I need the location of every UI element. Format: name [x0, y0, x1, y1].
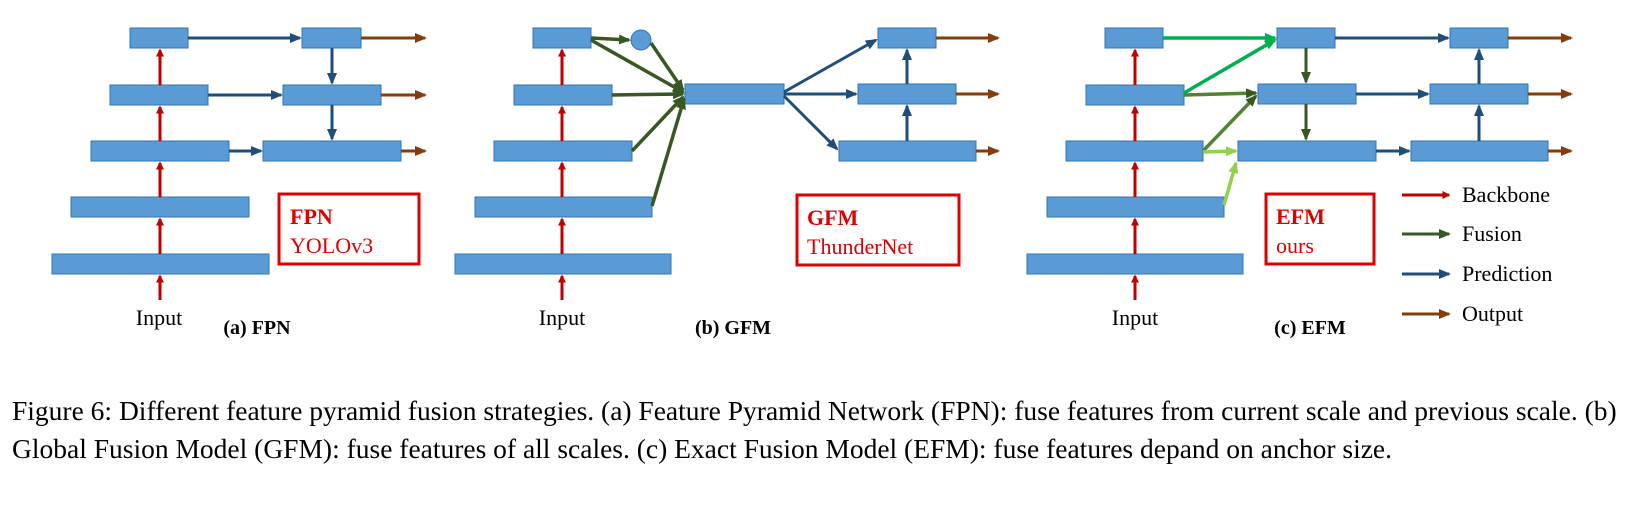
fpn-prediction-arrows — [188, 33, 337, 156]
fpn-pyramid-block — [282, 84, 382, 106]
efm-pyramid-block — [1449, 27, 1509, 49]
gfm-prediction-arrows — [782, 38, 912, 151]
efm-pyramid-block — [1410, 140, 1549, 162]
figure-caption: Figure 6: Different feature pyramid fusi… — [12, 395, 1617, 464]
fpn-backbone-block — [90, 140, 230, 162]
legend-fusion-label: Fusion — [1462, 221, 1522, 246]
fusion-arrow — [650, 97, 686, 207]
fpn-backbone-block — [51, 253, 270, 275]
legend-backbone-label: Backbone — [1462, 182, 1550, 207]
fpn-backbone-block — [129, 27, 189, 49]
gfm-input-label: Input — [539, 305, 585, 330]
fpn-output-arrows — [361, 33, 427, 156]
gfm-output-arrows — [936, 33, 1000, 156]
efm-backbone-block — [1085, 84, 1185, 106]
legend-prediction-label: Prediction — [1462, 261, 1552, 286]
fpn-pyramid-block — [301, 27, 362, 49]
efm-label-subtitle: ours — [1276, 233, 1314, 258]
fpn-label-title: FPN — [290, 204, 333, 229]
fpn-backbone-blocks — [51, 27, 270, 275]
efm-backbone-block — [1104, 27, 1164, 49]
fusion-arrow — [611, 89, 685, 100]
gfm-backbone-block — [532, 27, 592, 49]
efm-fusion-block — [1257, 83, 1357, 105]
gfm-backbone-block — [513, 84, 613, 106]
fusion-strategies-diagram: FPN YOLOv3 Input (a) FPN — [51, 27, 1573, 339]
fusion-arrow — [649, 42, 685, 92]
efm-backbone-blocks — [1026, 27, 1244, 275]
gfm-pyramid-blocks — [838, 27, 977, 162]
gfm-pyramid-block — [877, 27, 937, 49]
efm-backbone-block — [1046, 196, 1225, 218]
efm-fusion-arrows-light — [1202, 146, 1239, 206]
gfm-fusion-arrows — [590, 34, 686, 207]
efm-input-label: Input — [1112, 305, 1158, 330]
panel-gfm: GFM ThunderNet Input (b) GFM — [454, 27, 1000, 339]
efm-fusion-arrows-bright — [1163, 33, 1277, 95]
panel-efm: EFM ours Input (c) EFM — [1026, 27, 1573, 339]
efm-fusion-arrows — [1183, 88, 1258, 153]
legend-output-label: Output — [1462, 301, 1523, 326]
efm-label-title: EFM — [1276, 204, 1325, 229]
gfm-backbone-block — [474, 196, 653, 218]
efm-fusion-block — [1237, 140, 1377, 162]
panel-fpn: FPN YOLOv3 Input (a) FPN — [51, 27, 427, 339]
fpn-input-label: Input — [136, 305, 182, 330]
gfm-sub-caption: (b) GFM — [695, 317, 771, 339]
fpn-label-subtitle: YOLOv3 — [290, 233, 373, 258]
efm-label-box — [1264, 192, 1376, 266]
gfm-backbone-block — [493, 140, 633, 162]
fpn-pyramid-block — [262, 140, 402, 162]
fusion-arrow — [590, 38, 685, 94]
gfm-pyramid-block — [838, 140, 977, 162]
efm-pyramid-block — [1429, 83, 1529, 105]
efm-prediction-arrows — [1335, 33, 1484, 156]
gfm-label-box — [795, 193, 961, 267]
efm-sub-caption: (c) EFM — [1274, 317, 1346, 339]
gfm-label-title: GFM — [807, 205, 859, 230]
fpn-pyramid-blocks — [262, 27, 402, 162]
gfm-pyramid-block — [857, 83, 957, 105]
legend: Backbone Fusion Prediction Output — [1402, 182, 1552, 326]
fpn-backbone-block — [109, 84, 209, 106]
efm-pyramid-blocks — [1410, 27, 1549, 162]
efm-fusion-block — [1276, 27, 1336, 49]
fusion-arrow — [590, 34, 631, 45]
efm-output-arrows — [1508, 33, 1573, 156]
gfm-global-block — [684, 83, 785, 105]
fusion-arrow — [1201, 94, 1258, 153]
fusion-arrow — [630, 95, 685, 153]
prediction-arrow — [782, 94, 839, 151]
fusion-arrow — [1183, 88, 1258, 99]
fpn-backbone-block — [70, 196, 250, 218]
fusion-arrow — [1183, 38, 1277, 95]
gfm-label-subtitle: ThunderNet — [807, 234, 913, 259]
prediction-arrow — [783, 38, 878, 94]
gfm-backbone-block — [454, 253, 672, 275]
efm-backbone-block — [1026, 253, 1244, 275]
gfm-fusion-node — [630, 29, 652, 51]
fusion-arrow — [1222, 161, 1239, 206]
fusion-arrow — [1202, 146, 1238, 157]
fpn-label-box — [277, 192, 421, 266]
efm-backbone-block — [1065, 140, 1204, 162]
fpn-sub-caption: (a) FPN — [223, 317, 291, 339]
